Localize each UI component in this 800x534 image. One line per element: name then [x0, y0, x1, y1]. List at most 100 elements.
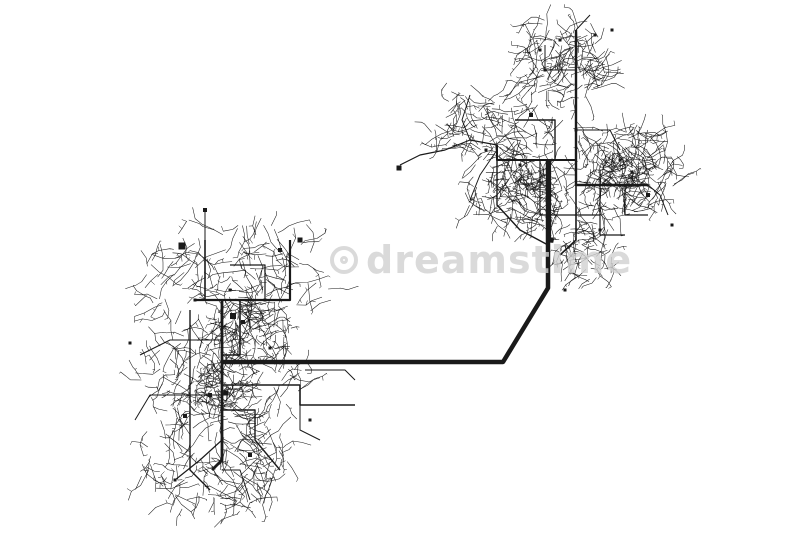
network-branch [657, 182, 665, 212]
network-branch [190, 455, 194, 458]
network-branch [224, 363, 236, 373]
network-branch [265, 426, 268, 428]
network-branch [507, 124, 512, 129]
network-branch [153, 463, 155, 466]
network-branch [245, 370, 260, 381]
network-main-route [174, 439, 223, 481]
network-branch [511, 107, 517, 128]
network-branch [197, 465, 216, 473]
network-branch [309, 219, 312, 224]
network-branch [589, 181, 592, 187]
network-branch [594, 163, 598, 175]
network-branch [620, 235, 624, 237]
network-branch [466, 108, 468, 110]
network-branch [206, 258, 211, 278]
network-branch [516, 76, 520, 79]
network-branch [191, 262, 199, 290]
network-branch [578, 278, 590, 290]
network-branch [501, 179, 505, 181]
network-branch [515, 125, 523, 137]
network-branch [231, 276, 244, 291]
network-branch [522, 211, 526, 216]
network-branch [139, 352, 145, 354]
network-branch [592, 240, 595, 243]
network-branch [226, 348, 234, 360]
network-branch [651, 144, 664, 155]
network-branch [591, 33, 596, 53]
network-branch [589, 161, 602, 168]
network-branch [184, 465, 197, 479]
network-branch [207, 261, 233, 265]
network-node [610, 28, 614, 32]
network-branch [521, 98, 523, 103]
network-branch [575, 51, 606, 63]
network-branch [591, 73, 602, 80]
network-branch [264, 412, 266, 415]
network-branch [484, 124, 498, 129]
network-branch [505, 157, 518, 161]
network-branch [257, 315, 260, 318]
network-branch [653, 211, 657, 214]
network-branch [245, 313, 251, 338]
network-branch [499, 192, 502, 197]
network-branch [226, 228, 238, 253]
network-branch [238, 251, 243, 255]
network-branch [638, 126, 642, 129]
network-branch [135, 475, 142, 490]
network-branch [206, 356, 227, 375]
network-branch [169, 418, 178, 438]
network-branch [324, 228, 327, 230]
network-branch [549, 146, 561, 173]
network-branch [603, 164, 605, 170]
network-branch [590, 267, 603, 277]
network-branch [135, 294, 147, 306]
network-branch [571, 255, 576, 257]
network-branch [241, 337, 243, 348]
network-branch [150, 397, 158, 414]
network-branch [199, 376, 209, 387]
network-branch [460, 97, 468, 110]
network-branch [258, 453, 260, 458]
network-branch [648, 199, 657, 221]
network-main-route [496, 160, 549, 246]
network-branch [265, 278, 290, 295]
network-branch [198, 466, 204, 470]
network-branch [264, 455, 271, 467]
network-branch [202, 466, 238, 488]
network-branch [574, 204, 596, 216]
network-branch [513, 142, 519, 169]
network-branch [218, 352, 227, 384]
network-branch [197, 406, 200, 408]
network-branch [581, 137, 584, 139]
network-branch [549, 41, 557, 55]
network-branch [504, 133, 515, 150]
network-branch [601, 145, 605, 157]
network-branch [276, 457, 281, 460]
network-branch [564, 245, 571, 266]
network-branch [513, 185, 517, 190]
network-branch [563, 185, 569, 196]
network-branch [497, 127, 517, 144]
network-branch [250, 420, 255, 422]
network-branch [231, 405, 238, 412]
network-branch [638, 183, 641, 186]
network-branch [197, 314, 204, 348]
network-branch [228, 349, 249, 363]
network-branch [581, 277, 597, 289]
network-branch [573, 147, 579, 149]
network-branch [239, 259, 256, 280]
network-branch [148, 355, 155, 373]
network-branch [176, 355, 190, 377]
network-branch [276, 322, 278, 326]
network-branch [270, 330, 272, 340]
network-branch [582, 238, 592, 244]
network-branch [181, 219, 187, 222]
network-branch [257, 395, 271, 426]
network-branch [515, 57, 540, 62]
network-branch [213, 335, 217, 348]
network-branch [252, 298, 254, 301]
network-branch [195, 249, 226, 269]
network-branch [486, 107, 500, 126]
network-branch [253, 372, 257, 375]
network-branch [539, 78, 559, 87]
